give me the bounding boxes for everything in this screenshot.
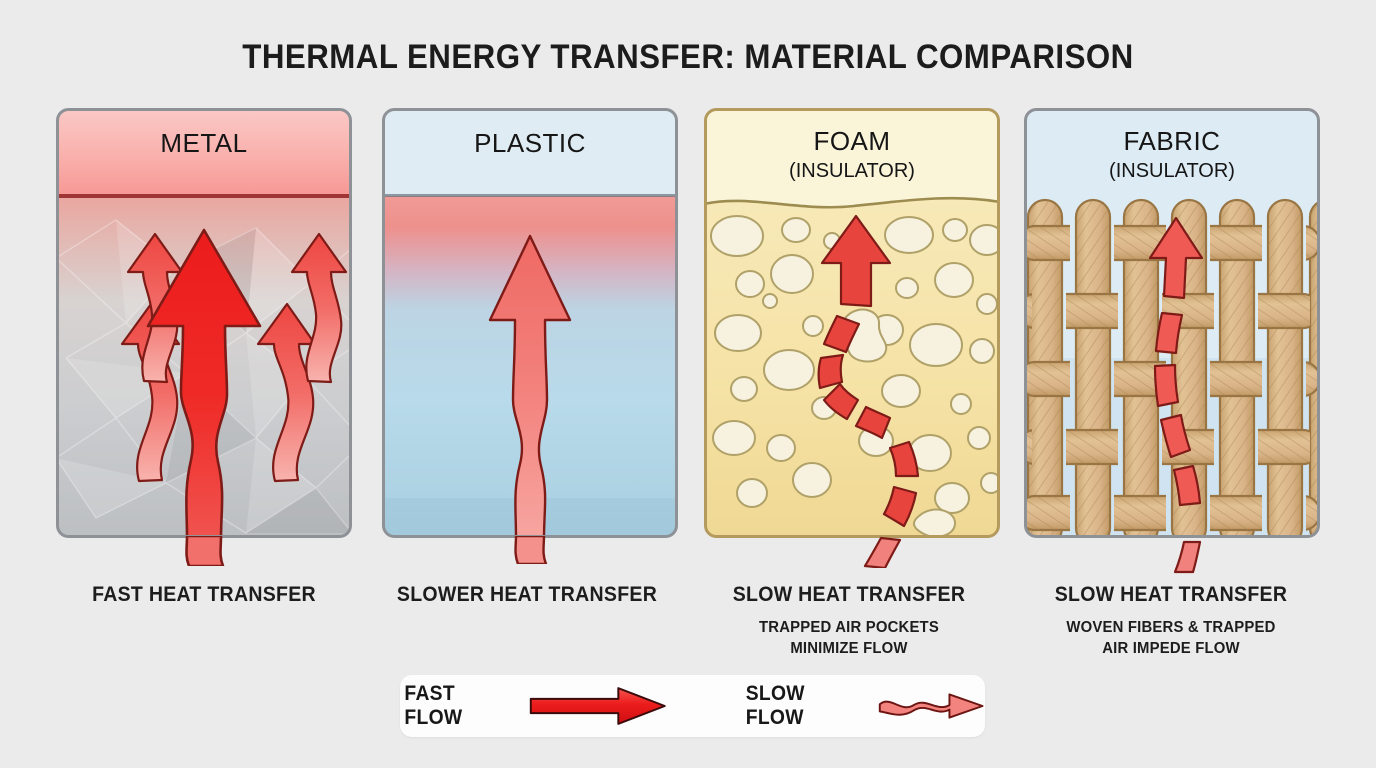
panel-title-foam: FOAM (813, 126, 891, 156)
plastic-arrow-tail (514, 536, 548, 564)
legend-fast-label: FAST FLOW (404, 682, 463, 729)
subcaption-foam-line1: TRAPPED AIR POCKETS (759, 619, 939, 636)
fast-flow-arrow-icon (529, 687, 666, 725)
subcaption-fabric: WOVEN FIBERS & TRAPPED AIR IMPEDE FLOW (1018, 617, 1325, 659)
panel-metal: METAL (56, 108, 352, 566)
panel-plastic: PLASTIC (382, 108, 678, 564)
page-title: THERMAL ENERGY TRANSFER: MATERIAL COMPAR… (242, 38, 1134, 76)
foam-diagram (704, 108, 1000, 538)
panel-title-plastic: PLASTIC (474, 128, 586, 158)
plastic-diagram (382, 108, 678, 538)
panel-foam: FOAM (INSULATOR) (704, 108, 1000, 568)
subcaption-fabric-line2: AIR IMPEDE FLOW (1102, 640, 1240, 657)
legend: FAST FLOW SLOW FLOW (400, 675, 985, 737)
metal-diagram (56, 108, 352, 538)
slow-flow-arrow-icon (878, 693, 984, 719)
subcaption-foam: TRAPPED AIR POCKETS MINIMIZE FLOW (696, 617, 1003, 659)
caption-foam: SLOW HEAT TRANSFER (732, 583, 966, 606)
caption-fabric: SLOW HEAT TRANSFER (1054, 583, 1288, 606)
panel-fabric: FABRIC (INSULATOR) (1024, 108, 1320, 574)
panel-title-fabric: FABRIC (1123, 126, 1221, 156)
panel-title-metal: METAL (160, 128, 248, 158)
subcaption-foam-line2: MINIMIZE FLOW (790, 640, 908, 657)
panel-subtitle-foam: (INSULATOR) (789, 160, 915, 182)
subcaption-fabric-line1: WOVEN FIBERS & TRAPPED (1066, 619, 1276, 636)
fabric-diagram (1024, 108, 1320, 538)
fabric-arrow-tail (1173, 540, 1202, 574)
foam-arrow-tail (863, 536, 902, 568)
metal-arrow-tail (185, 536, 225, 566)
caption-plastic: SLOWER HEAT TRANSFER (396, 583, 658, 606)
caption-metal: FAST HEAT TRANSFER (92, 583, 316, 606)
legend-slow-label: SLOW FLOW (745, 682, 805, 729)
panel-subtitle-fabric: (INSULATOR) (1109, 160, 1235, 182)
